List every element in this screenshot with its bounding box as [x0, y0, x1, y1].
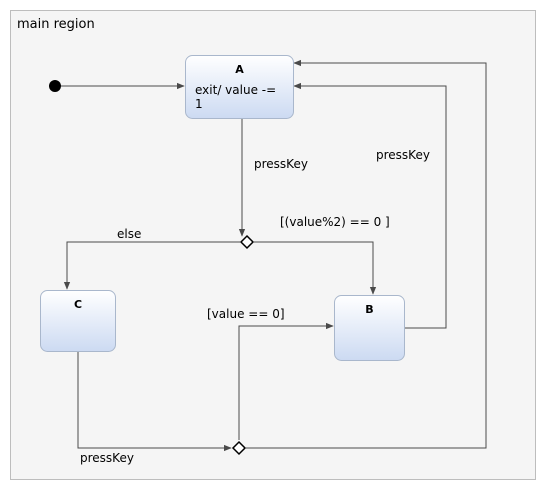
state-b[interactable]: B	[334, 295, 405, 361]
initial-state[interactable]	[49, 80, 61, 92]
edge-b-to-a[interactable]	[293, 82, 447, 329]
edge-c-to-choice2[interactable]	[77, 352, 232, 452]
region-label: main region	[17, 17, 95, 32]
state-a-exit-action: exit/ value -=	[195, 83, 276, 97]
edge-choice1-to-c[interactable]	[63, 241, 240, 290]
state-a[interactable]: A exit/ value -= 1	[185, 55, 294, 119]
state-a-exit-action-cont: 1	[195, 97, 203, 111]
choice-node-2[interactable]	[231, 440, 247, 456]
edge-choice2-to-a[interactable]	[246, 59, 487, 449]
choice-node-1[interactable]	[239, 234, 255, 250]
label-choice1-to-c: else	[117, 227, 141, 241]
label-a-to-choice1: pressKey	[254, 157, 308, 171]
state-a-name: A	[235, 63, 244, 76]
label-choice2-to-b: [value == 0]	[207, 307, 285, 321]
state-c-name: C	[74, 298, 82, 311]
edge-choice2-to-b[interactable]	[238, 322, 334, 440]
label-b-to-a: pressKey	[376, 148, 430, 162]
label-choice1-to-b: [(value%2) == 0 ]	[280, 215, 390, 229]
state-b-name: B	[365, 303, 373, 316]
edge-choice1-to-b[interactable]	[254, 241, 377, 295]
state-c[interactable]: C	[40, 290, 116, 352]
label-c-to-choice2: pressKey	[80, 451, 134, 465]
